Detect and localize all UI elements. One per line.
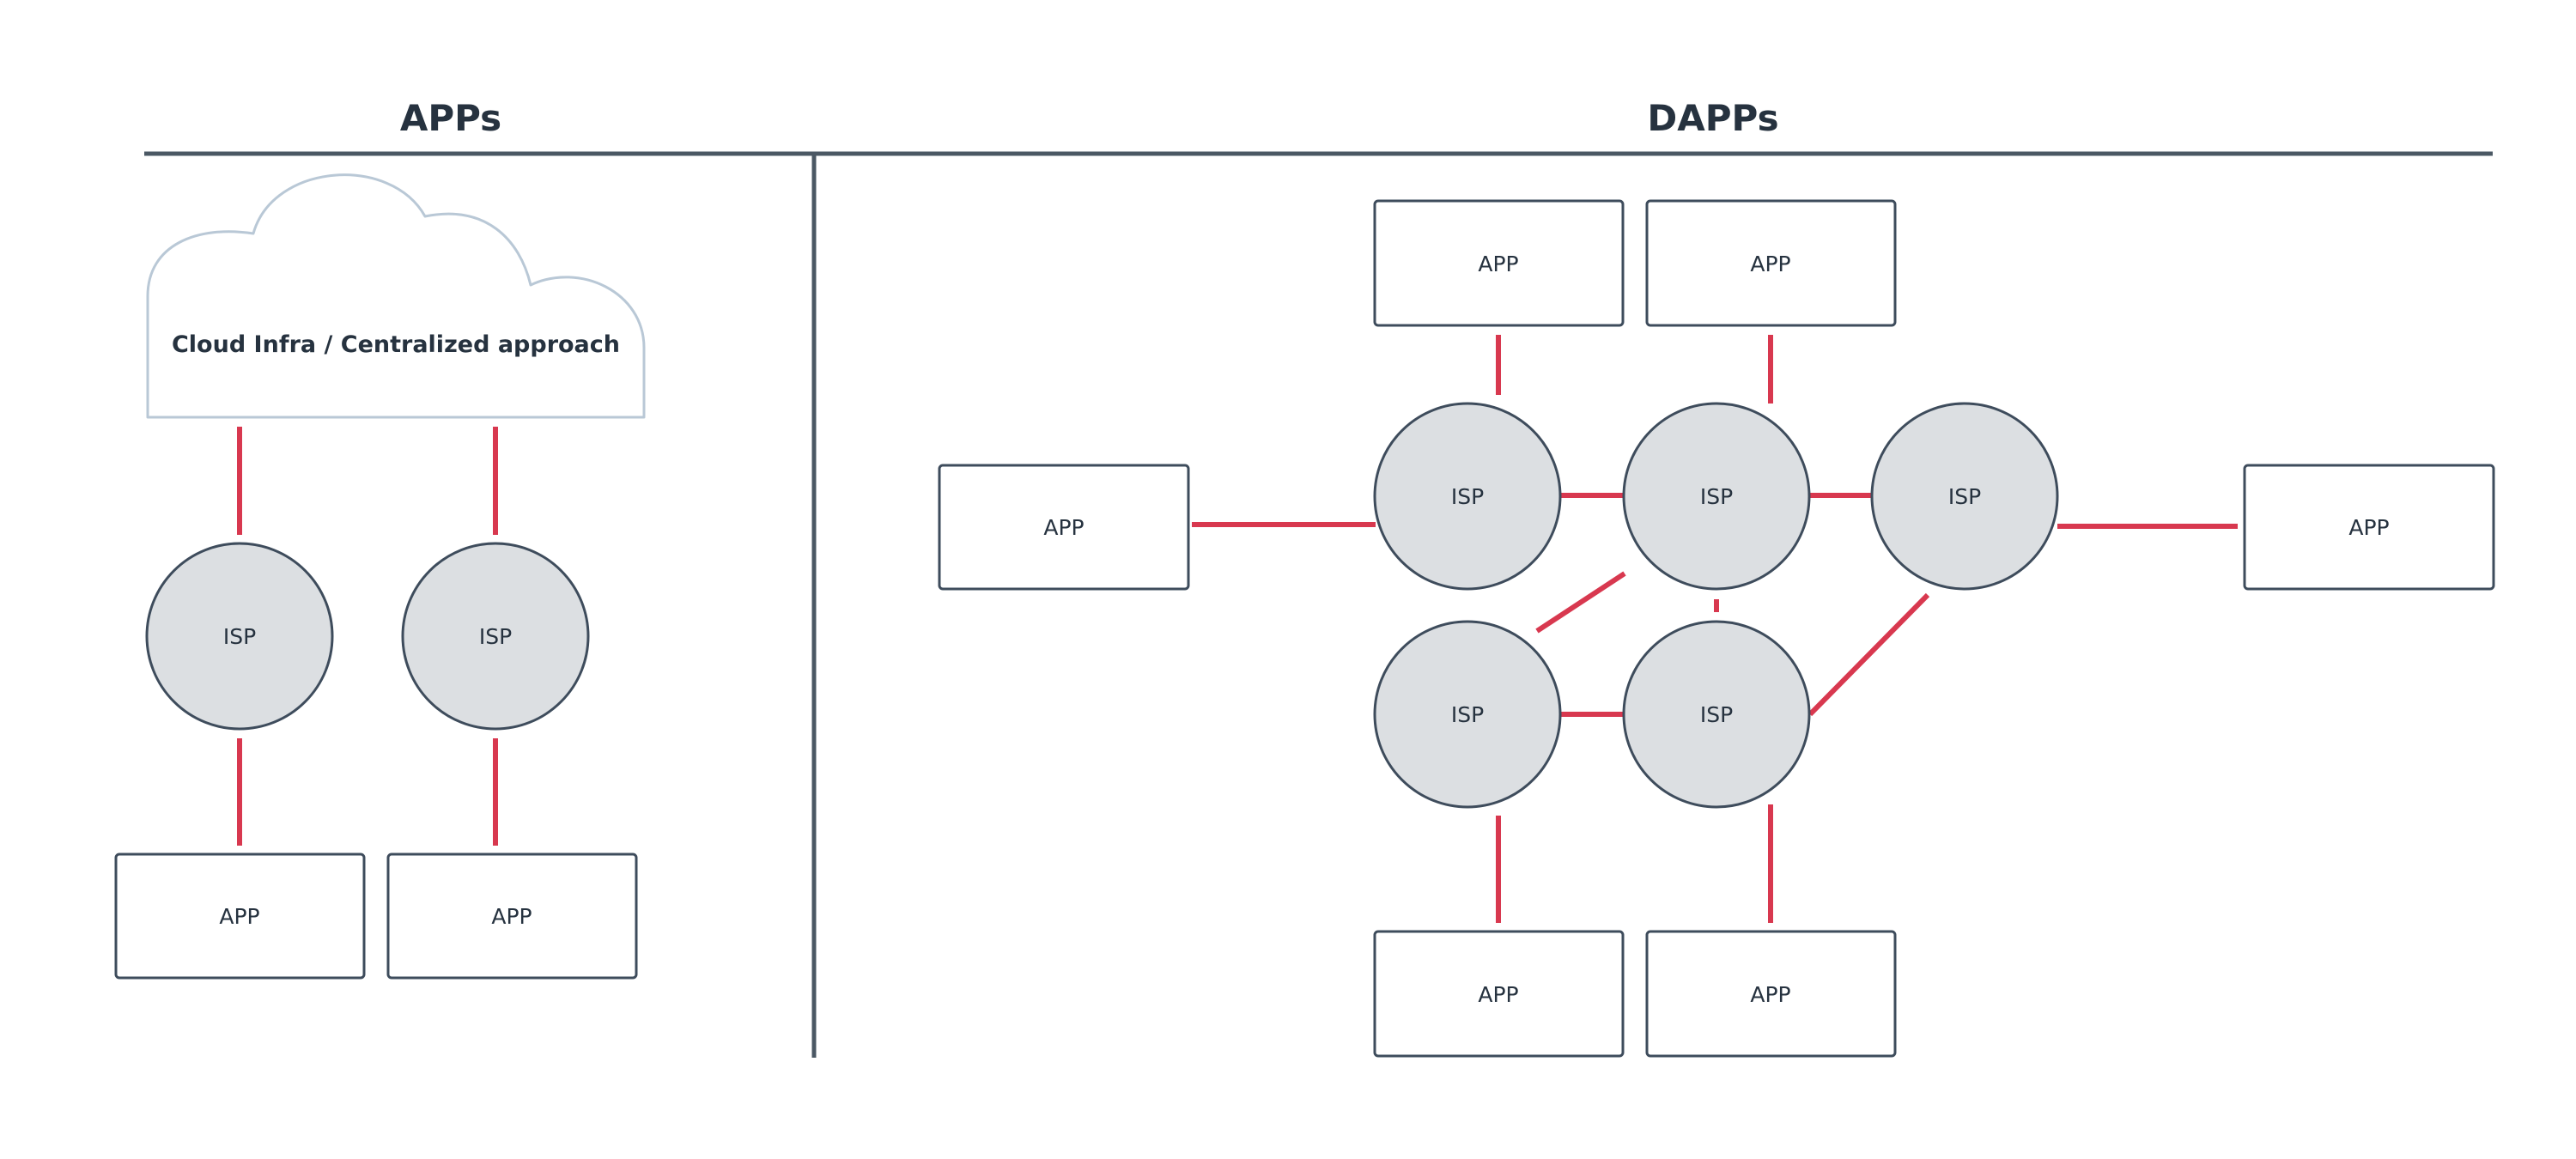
svg-text:ISP: ISP: [1948, 484, 1981, 509]
svg-text:APP: APP: [1043, 515, 1084, 540]
svg-text:APP: APP: [1750, 982, 1790, 1007]
app-box: APP: [1645, 930, 1897, 1058]
app-box: APP: [2243, 464, 2495, 591]
dapps-heading: DAPPs: [1647, 97, 1778, 139]
app-nodes: APP APP APP APP APP APP APP: [114, 199, 2495, 1058]
app-box: APP: [1645, 199, 1897, 327]
svg-text:APP: APP: [2348, 515, 2389, 540]
app-box: APP: [1373, 930, 1625, 1058]
svg-text:APP: APP: [1478, 982, 1518, 1007]
svg-text:ISP: ISP: [1451, 484, 1484, 509]
svg-text:ISP: ISP: [1700, 484, 1733, 509]
svg-text:ISP: ISP: [1451, 702, 1484, 727]
cloud-label: Cloud Infra / Centralized approach: [172, 331, 620, 358]
link-isp-3-isp-5: [1807, 592, 1930, 717]
apps-heading: APPs: [400, 97, 501, 139]
isp-nodes: ISP ISP ISP ISP ISP ISP ISP: [145, 402, 2059, 809]
cloud-infra: Cloud Infra / Centralized approach: [146, 173, 646, 419]
isp-node: ISP: [145, 542, 334, 731]
svg-text:ISP: ISP: [479, 624, 512, 649]
svg-text:ISP: ISP: [1700, 702, 1733, 727]
isp-node: ISP: [1622, 620, 1811, 809]
svg-text:APP: APP: [1750, 252, 1790, 276]
links: [237, 335, 2238, 923]
isp-node: ISP: [1622, 402, 1811, 591]
svg-text:APP: APP: [1478, 252, 1518, 276]
svg-text:ISP: ISP: [223, 624, 256, 649]
app-box: APP: [938, 464, 1190, 591]
app-box: APP: [114, 853, 366, 980]
cloud-shape: [146, 173, 646, 419]
isp-node: ISP: [401, 542, 590, 731]
app-box: APP: [386, 853, 638, 980]
app-box: APP: [1373, 199, 1625, 327]
isp-node: ISP: [1870, 402, 2059, 591]
link-isp-2-isp-4: [1535, 571, 1626, 634]
svg-text:APP: APP: [219, 904, 259, 929]
isp-node: ISP: [1373, 620, 1562, 809]
svg-text:APP: APP: [491, 904, 532, 929]
isp-node: ISP: [1373, 402, 1562, 591]
